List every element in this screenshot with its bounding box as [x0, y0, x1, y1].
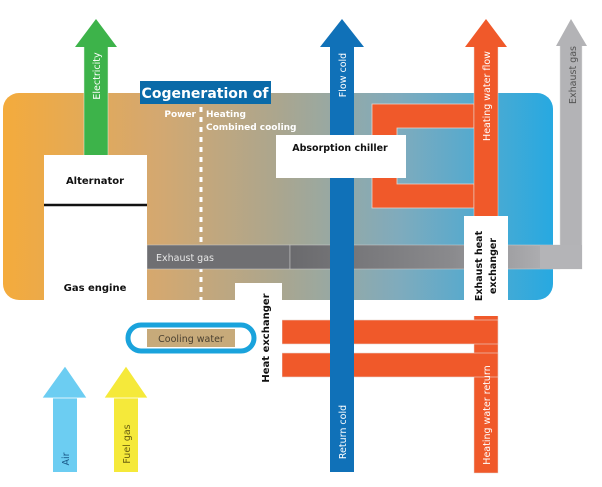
electricity-arrow-head	[75, 19, 117, 47]
air-label: Air	[61, 452, 72, 465]
heating-water-flow-label: Heating water flow	[482, 51, 493, 141]
air-arrow-head	[41, 365, 88, 399]
absorption-chiller-box	[276, 135, 406, 178]
cooling-water-loop	[125, 322, 257, 354]
cooling-water-inner	[147, 329, 235, 347]
return-cold-label: Return cold	[338, 405, 349, 459]
exhaust-gas-arrow-head	[556, 19, 587, 46]
title-text: Cogeneration of	[142, 86, 270, 102]
fuel-gas-label: Fuel gas	[122, 424, 133, 463]
gas-engine-label: Gas engine	[64, 283, 127, 294]
legend-power: Power	[164, 110, 196, 120]
heating-water-pipe-upper	[281, 319, 499, 345]
air-pipe	[53, 396, 77, 472]
absorption-chiller-label: Absorption chiller	[292, 143, 388, 154]
legend-combined-cooling: Combined cooling	[206, 123, 297, 133]
exhaust-heat-exchanger-label-1: Exhaust heat	[474, 230, 485, 301]
exhaust-gas-out-label: Exhaust gas	[568, 46, 579, 104]
flow-cold-arrow-head	[320, 19, 364, 47]
alternator-label: Alternator	[66, 176, 124, 187]
fuel-gas-pipe	[114, 396, 138, 472]
title-box	[140, 81, 271, 104]
cooling-water-label: Cooling water	[158, 334, 224, 345]
legend-heating: Heating	[206, 110, 246, 120]
exhaust-gas-riser-joint	[540, 245, 582, 269]
electricity-label: Electricity	[92, 52, 103, 100]
flow-cold-label: Flow cold	[338, 53, 349, 97]
exhaust-heat-exchanger-box	[464, 216, 508, 316]
heating-water-return-label: Heating water return	[482, 365, 493, 464]
cold-water-pipe	[330, 45, 354, 472]
heating-water-pipe-lower	[281, 352, 499, 378]
heating-water-flow-arrow-head	[465, 19, 507, 47]
heat-exchanger-label: Heat exchanger	[261, 293, 272, 382]
exhaust-gas-pipe-label: Exhaust gas	[156, 253, 214, 264]
heat-exchanger-box	[235, 283, 282, 394]
fuel-gas-arrow-head	[103, 365, 149, 399]
exhaust-heat-exchanger-label-2: exchanger	[488, 238, 499, 294]
